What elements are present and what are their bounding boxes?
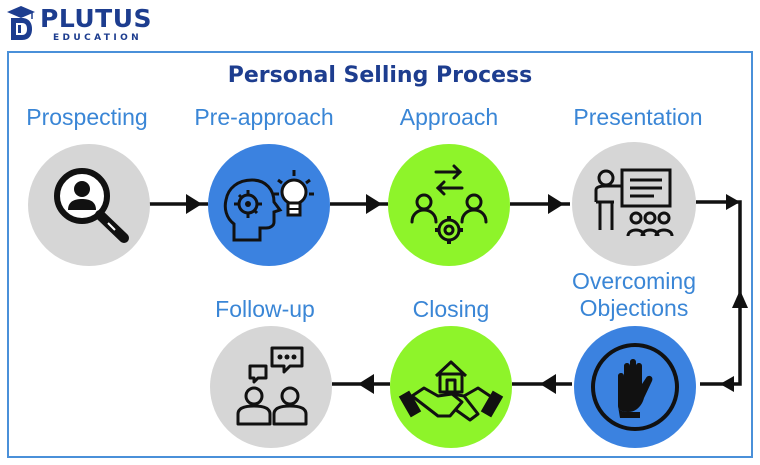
step-approach [388, 144, 510, 266]
brand-name: PLUTUS [40, 4, 153, 33]
step-prospecting [28, 144, 150, 266]
diagram-title: Personal Selling Process [227, 63, 533, 88]
graduation-cap-icon [7, 6, 35, 40]
arrowhead-4b [732, 290, 748, 308]
conversation-icon [236, 346, 308, 426]
step-label-prospecting: Prospecting [26, 104, 148, 130]
step-presentation [572, 142, 696, 266]
presenter-board-icon [594, 168, 674, 237]
handshake-house-icon [398, 360, 504, 422]
arrowhead-2 [366, 194, 382, 214]
step-label-approach: Approach [399, 104, 499, 130]
arrowhead-5 [540, 374, 556, 394]
brand-logo: PLUTUS EDUCATION [6, 4, 156, 44]
arrowhead-3 [548, 194, 564, 214]
step-pre-approach [208, 144, 330, 266]
team-exchange-icon [410, 164, 488, 244]
step-label-closing: Closing [412, 296, 490, 322]
arrowhead-6 [358, 374, 374, 394]
step-label-overcoming-line1: Overcoming [572, 268, 696, 294]
arrowhead-4a [726, 194, 740, 210]
step-label-follow-up: Follow-up [215, 296, 315, 322]
step-follow-up [210, 326, 332, 448]
search-person-icon [54, 168, 129, 243]
brand-subtitle: EDUCATION [53, 33, 143, 43]
step-label-pre-approach: Pre-approach [194, 104, 334, 130]
arrowhead-4c [720, 376, 734, 392]
arrowhead-1 [186, 194, 202, 214]
stop-hand-icon [591, 343, 679, 431]
step-label-overcoming-objections: Overcoming Objections [558, 268, 710, 322]
step-label-presentation: Presentation [573, 104, 703, 130]
step-overcoming-objections [574, 326, 696, 448]
step-label-overcoming-line2: Objections [579, 295, 689, 321]
step-closing [390, 326, 512, 448]
brain-idea-icon [223, 170, 314, 242]
